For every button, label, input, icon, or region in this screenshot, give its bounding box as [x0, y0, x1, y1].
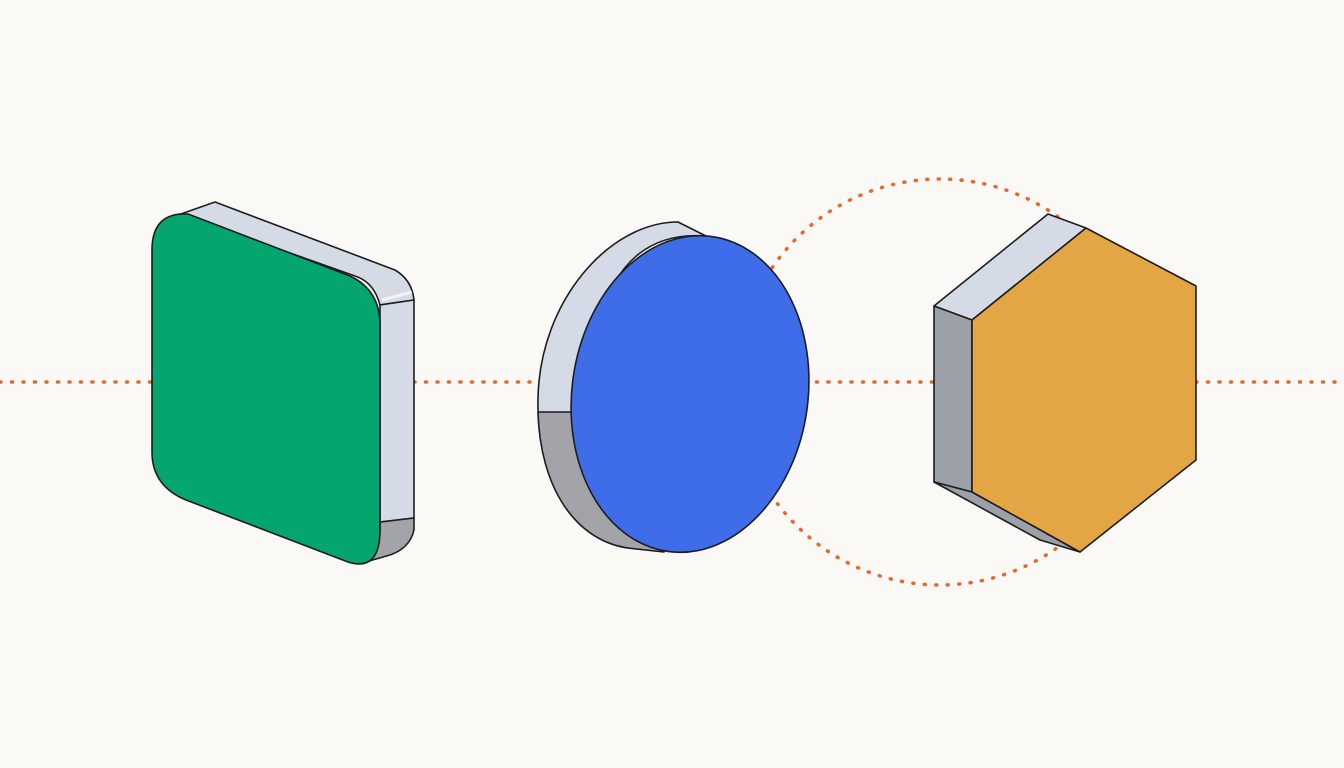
- hexagon-face: [971, 227, 1197, 553]
- hexagon-shape: [933, 213, 1197, 553]
- rounded-square-right-side: [379, 299, 415, 523]
- disc-shape: [537, 221, 810, 554]
- rounded-square-face: [151, 213, 381, 565]
- rounded-square-shape: [151, 201, 415, 565]
- disc-face: [570, 234, 810, 554]
- hexagon-left-side: [933, 305, 973, 493]
- rounded-square-rim-highlight: [381, 290, 413, 302]
